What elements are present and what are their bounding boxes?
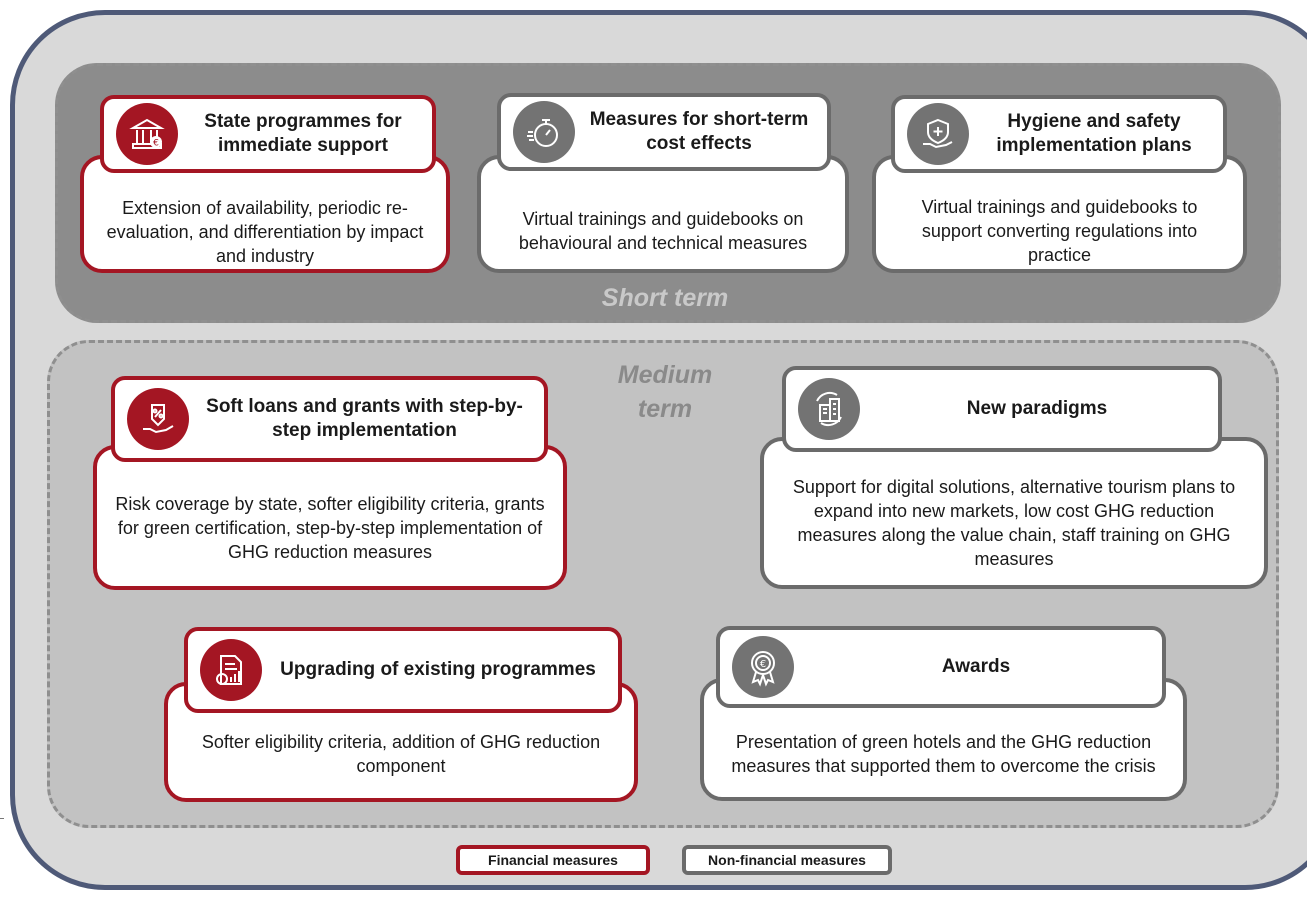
medium-term-label-line1: Medium	[617, 361, 713, 389]
legend-non-financial-label: Non-financial measures	[708, 852, 866, 868]
report-chart-icon	[200, 639, 262, 701]
soft-loans-body: Risk coverage by state, softer eligibili…	[115, 493, 545, 562]
percent-hand-icon	[127, 388, 189, 450]
legend-financial-label: Financial measures	[488, 852, 618, 868]
stopwatch-icon	[513, 101, 575, 163]
state-programmes-header: € State programmes for immediate support	[100, 95, 436, 173]
short-term-cost-card: Virtual trainings and guidebooks on beha…	[477, 155, 849, 273]
buildings-icon	[798, 378, 860, 440]
soft-loans-title: Soft loans and grants with step-by-step …	[206, 396, 523, 441]
short-term-cost-title: Measures for short-term cost effects	[589, 109, 809, 154]
short-term-cost-header: Measures for short-term cost effects	[497, 93, 831, 171]
upgrading-body: Softer eligibility criteria, addition of…	[201, 732, 601, 776]
short-term-cost-body: Virtual trainings and guidebooks on beha…	[518, 209, 808, 253]
hygiene-safety-header: Hygiene and safety implementation plans	[891, 95, 1227, 173]
short-term-label: Short term	[601, 284, 729, 312]
svg-text:€: €	[153, 139, 159, 149]
legend-financial: Financial measures	[456, 845, 650, 875]
awards-body: Presentation of green hotels and the GHG…	[731, 731, 1156, 776]
edge-mark	[0, 818, 4, 819]
new-paradigms-card: Support for digital solutions, alternati…	[760, 437, 1268, 589]
shield-hand-icon	[907, 103, 969, 165]
legend-non-financial: Non-financial measures	[682, 845, 892, 875]
upgrading-header: Upgrading of existing programmes	[184, 627, 622, 713]
state-programmes-body: Extension of availability, periodic re-e…	[106, 198, 424, 266]
soft-loans-card: Risk coverage by state, softer eligibili…	[93, 445, 567, 590]
euro-award-icon: €	[732, 636, 794, 698]
hygiene-safety-card: Virtual trainings and guidebooks to supp…	[872, 155, 1247, 273]
upgrading-title: Upgrading of existing programmes	[280, 659, 596, 680]
medium-term-label: Medium term	[590, 358, 740, 426]
awards-title: Awards	[941, 656, 1011, 677]
medium-term-label-line2: term	[637, 395, 693, 423]
hygiene-safety-body: Virtual trainings and guidebooks to supp…	[921, 197, 1198, 265]
hygiene-safety-title: Hygiene and safety implementation plans	[996, 111, 1192, 156]
new-paradigms-title: New paradigms	[966, 398, 1108, 419]
svg-text:€: €	[760, 659, 766, 670]
state-programmes-card: Extension of availability, periodic re-e…	[80, 155, 450, 273]
new-paradigms-body: Support for digital solutions, alternati…	[792, 477, 1236, 569]
soft-loans-header: Soft loans and grants with step-by-step …	[111, 376, 548, 462]
new-paradigms-header: New paradigms	[782, 366, 1222, 452]
state-programmes-title: State programmes for immediate support	[204, 111, 402, 156]
bank-icon: €	[116, 103, 178, 165]
awards-header: € Awards	[716, 626, 1166, 708]
